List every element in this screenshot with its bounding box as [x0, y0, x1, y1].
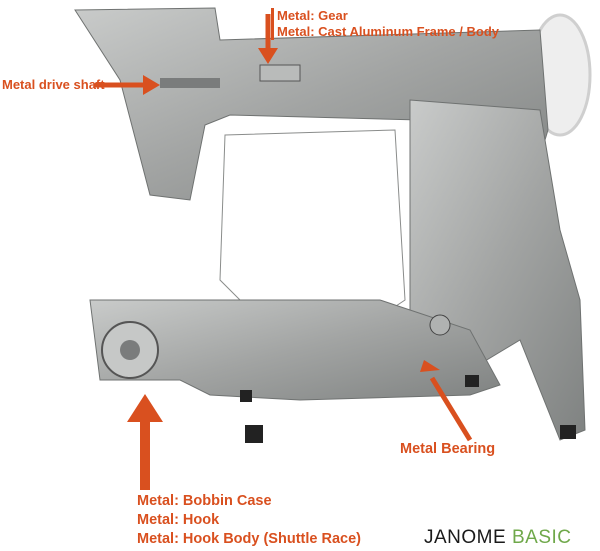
- hook-label: Metal: Hook: [137, 512, 220, 528]
- frame-label: Metal: Cast Aluminum Frame / Body: [277, 24, 499, 39]
- brand-logo: JANOME BASIC: [424, 527, 572, 549]
- bearing-label: Metal Bearing: [400, 441, 496, 457]
- hook-body-label: Metal: Hook Body (Shuttle Race): [137, 531, 361, 547]
- brand-name: JANOME: [424, 527, 507, 548]
- brand-line: BASIC: [511, 527, 572, 548]
- gear-frame-label: Metal: Gear Metal: Cast Aluminum Frame /…: [271, 8, 499, 40]
- gear: [259, 64, 301, 82]
- bobbin-labels: Metal: Bobbin Case Metal: Hook Metal: Ho…: [137, 492, 361, 549]
- gear-label: Metal: Gear: [277, 8, 348, 23]
- bearing-arrow: [429, 376, 473, 442]
- bearing: [429, 314, 451, 336]
- bobbin-case-label: Metal: Bobbin Case: [137, 493, 272, 509]
- drive-shaft: [160, 78, 220, 88]
- frame-opening: [219, 129, 406, 311]
- machine-bed: [89, 299, 501, 401]
- drive-shaft-label: Metal drive shaft: [2, 77, 105, 92]
